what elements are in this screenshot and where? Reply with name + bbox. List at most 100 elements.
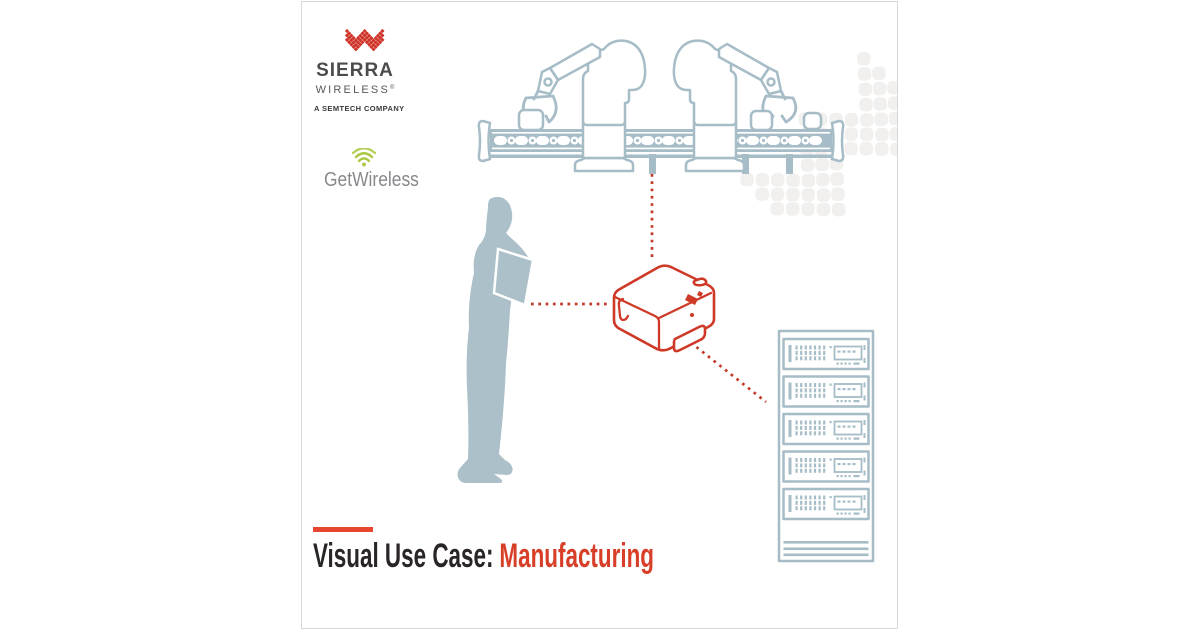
rack-vent-dash	[818, 350, 821, 355]
rack-vent-dash	[813, 506, 817, 511]
rack-side-mark	[863, 470, 866, 476]
wifi-signal-arcs-icon	[351, 148, 377, 167]
rack-display-dash	[847, 463, 851, 466]
weave-diamond	[816, 188, 831, 202]
weave-diamond	[345, 29, 349, 33]
rack-vent-dash	[795, 356, 798, 361]
weave-diamond	[875, 127, 889, 142]
weave-diamond	[353, 38, 358, 43]
rack-port-dot	[844, 400, 847, 403]
rack-display	[833, 420, 863, 436]
weave-diamond	[345, 37, 349, 42]
roller-slot	[767, 136, 780, 145]
iot-gateway-device	[612, 264, 716, 353]
rack-vent-dash	[804, 420, 807, 425]
weave-diamond	[844, 127, 859, 141]
rack-display-dash	[847, 500, 851, 503]
weave-diamond	[362, 33, 367, 38]
weave-diamond	[859, 141, 874, 156]
rack-display	[833, 383, 863, 398]
roller-pin	[761, 138, 766, 143]
roller-pin	[635, 138, 640, 143]
roller-slot	[641, 136, 654, 145]
branding-block: SIERRA WIRELESS® A SEMTECH COMPANY GetWi…	[314, 28, 419, 191]
roller-slot	[515, 136, 528, 145]
weave-diamond	[356, 36, 360, 40]
rack-vent-dash	[818, 458, 821, 462]
weave-diamond	[874, 142, 889, 156]
title-highlight: Manufacturing	[499, 537, 654, 575]
rack-side-mark	[863, 358, 866, 363]
rack-vent-dash	[823, 468, 826, 473]
rack-vent-dash	[818, 420, 821, 425]
conveyor-rail	[490, 154, 832, 158]
weave-diamond	[347, 31, 352, 36]
roller-pin	[572, 138, 577, 143]
rack-vent-dash	[823, 356, 826, 361]
weave-diamond	[369, 40, 374, 45]
rack-vent-dash	[795, 388, 798, 393]
rack-led	[829, 421, 832, 424]
rack-vent-dash	[823, 458, 826, 462]
weave-diamond	[378, 35, 383, 40]
rack-vent-dash	[800, 388, 803, 393]
rack-port-dot	[844, 437, 847, 440]
sierra-tagline: A SEMTECH COMPANY	[314, 104, 405, 113]
rack-vent-dash	[809, 500, 812, 505]
weave-diamond	[380, 37, 385, 42]
rack-vent-dash	[823, 425, 826, 430]
getwireless-wordmark: GetWireless	[324, 168, 419, 191]
rack-port-dot	[848, 437, 851, 440]
conveyor-boxes	[517, 108, 823, 132]
weave-diamond	[844, 141, 858, 156]
rack-vent-dash	[800, 356, 803, 361]
weave-diamond	[816, 172, 830, 187]
weave-diamond	[367, 38, 372, 43]
rack-vent-dash	[795, 425, 798, 430]
weave-diamond	[367, 33, 372, 38]
weave-diamond	[859, 97, 873, 112]
rack-port-dot	[840, 437, 843, 440]
roller-slot	[746, 136, 759, 145]
rack-display-dash	[847, 425, 851, 428]
weave-diamond	[844, 113, 859, 127]
weave-diamond	[356, 40, 360, 45]
conveyor-box	[749, 109, 774, 132]
rack-display-dash	[852, 500, 856, 503]
gateway-led-dot	[690, 313, 694, 317]
weave-diamond	[755, 187, 769, 201]
roller-slot	[494, 136, 507, 145]
rack-side-mark	[863, 382, 866, 388]
weave-diamond	[371, 38, 376, 43]
rack-unit-handle	[788, 382, 792, 400]
accent-bar	[313, 527, 373, 532]
rack-vent-dash	[809, 388, 812, 393]
rack-vent-dash	[809, 420, 812, 425]
rack-unit-handle	[788, 345, 792, 362]
rack-port-dash	[853, 437, 860, 440]
rack-side-mark	[863, 508, 866, 513]
laptop	[492, 247, 535, 307]
rack-vent-dash	[795, 350, 798, 355]
roller-slot	[662, 136, 675, 145]
weave-diamond	[857, 51, 871, 66]
rack-port-dot	[848, 400, 851, 403]
conveyor-left-cap	[477, 119, 492, 163]
weave-diamond	[770, 201, 785, 216]
rack-vent-dash	[804, 458, 807, 462]
weave-diamond	[378, 31, 383, 36]
rack-display-dash	[837, 350, 841, 353]
rack-vent-dash	[800, 425, 803, 430]
rack-vent-dash	[800, 393, 803, 398]
rack-vent-dash	[818, 500, 821, 505]
rack-display-dash	[847, 350, 851, 353]
rack-display-dash	[837, 425, 841, 428]
rack-port-dash	[853, 400, 860, 403]
rack-display-dash	[847, 388, 851, 391]
rack-vent-dash	[795, 383, 798, 387]
rack-vent-dash	[809, 356, 812, 361]
weave-diamond	[358, 38, 363, 43]
weave-diamond	[874, 112, 888, 127]
sierra-diamond-weave-mark	[345, 29, 385, 52]
rack-display-dash	[852, 388, 856, 391]
